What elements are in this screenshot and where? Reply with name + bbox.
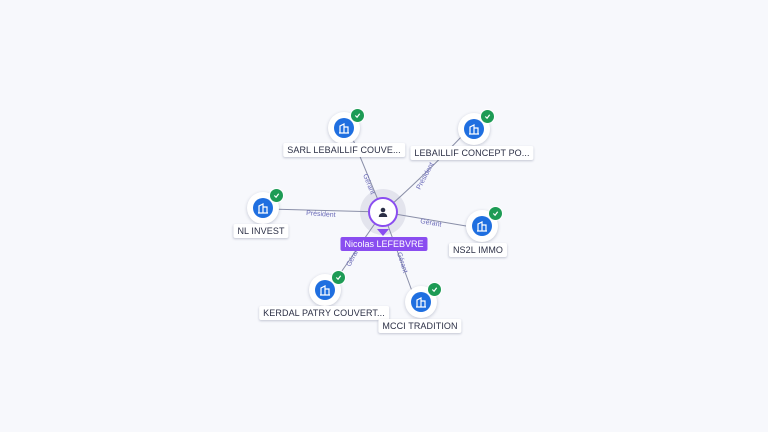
- building-icon: [411, 292, 431, 312]
- building-icon: [472, 216, 492, 236]
- company-label-sarl[interactable]: SARL LEBAILLIF COUVE...: [283, 143, 405, 157]
- edge-mcci: [382, 211, 418, 305]
- edge-role-nlinvest: Président: [306, 210, 336, 219]
- company-label-nlinvest[interactable]: NL INVEST: [233, 224, 289, 238]
- company-label-kerdal[interactable]: KERDAL PATRY COUVERT...: [259, 306, 389, 320]
- edge-ns2l: [382, 211, 481, 231]
- verified-check-icon: [331, 270, 346, 285]
- company-label-mcci[interactable]: MCCI TRADITION: [378, 319, 462, 333]
- edge-role-concept: Président: [416, 161, 436, 190]
- company-node-sarl[interactable]: [328, 108, 365, 144]
- person-icon: [368, 197, 398, 227]
- company-node-kerdal[interactable]: [309, 270, 346, 306]
- verified-check-icon: [427, 282, 442, 297]
- edge-role-ns2l: Gérant: [420, 218, 442, 229]
- verified-check-icon: [488, 206, 503, 221]
- edge-role-mcci: Gérant: [395, 251, 408, 274]
- building-icon: [334, 118, 354, 138]
- edge-nlinvest: [265, 206, 384, 213]
- building-icon: [253, 198, 273, 218]
- person-node[interactable]: [360, 189, 406, 235]
- company-node-mcci[interactable]: [405, 282, 442, 318]
- verified-check-icon: [480, 109, 495, 124]
- company-node-nlinvest[interactable]: [247, 188, 284, 224]
- person-pin-tip: [377, 229, 389, 236]
- company-label-ns2l[interactable]: NS2L IMMO: [448, 243, 508, 257]
- building-icon: [464, 119, 484, 139]
- person-label[interactable]: Nicolas LEFEBVRE: [340, 237, 428, 251]
- company-node-concept[interactable]: [458, 109, 495, 145]
- verified-check-icon: [269, 188, 284, 203]
- building-icon: [315, 280, 335, 300]
- company-label-concept[interactable]: LEBAILLIF CONCEPT PO...: [410, 146, 534, 160]
- company-node-ns2l[interactable]: [466, 206, 503, 242]
- verified-check-icon: [350, 108, 365, 123]
